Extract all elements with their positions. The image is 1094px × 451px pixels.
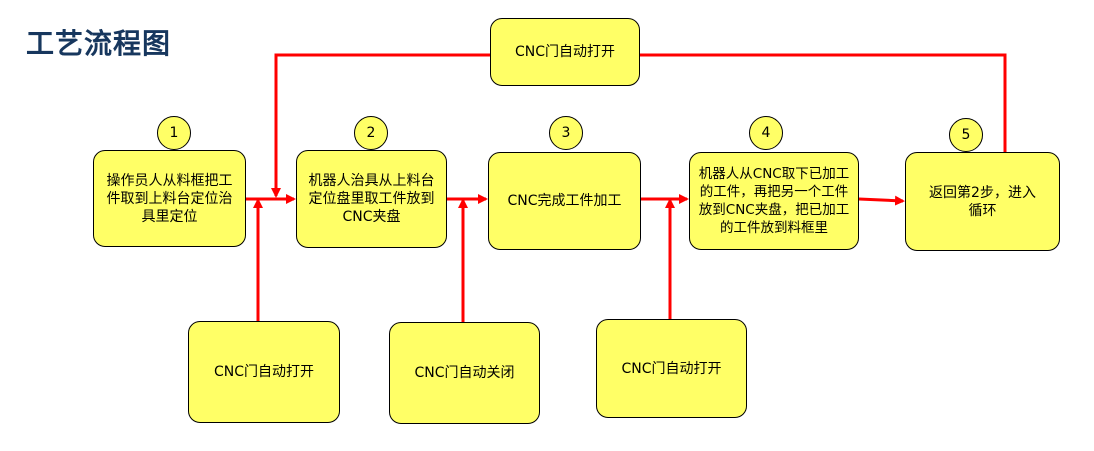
- step-2-number: 2: [354, 116, 388, 150]
- step-3-number: 3: [549, 116, 583, 150]
- door-open-label-2: CNC门自动打开: [621, 360, 722, 377]
- step-1-box: 操作员人从料框把工件取到上料台定位治具里定位: [93, 150, 246, 247]
- step-5-box: 返回第2步，进入循环: [905, 152, 1060, 251]
- arrow-step4-to-step5: [858, 195, 905, 206]
- page-title: 工艺流程图: [26, 27, 172, 60]
- step-3-box: CNC完成工件加工: [488, 152, 641, 250]
- door-open-top-box: CNC门自动打开: [490, 18, 640, 86]
- door-open-box-2: CNC门自动打开: [596, 319, 747, 418]
- step-4-number: 4: [749, 116, 783, 150]
- door-close-label: CNC门自动关闭: [414, 365, 515, 381]
- step-4-label: 机器人从CNC取下已加工的工件，再把另一个工件放到CNC夹盘，把已加工的工件放到…: [698, 166, 850, 236]
- step-3-label: CNC完成工件加工: [507, 193, 622, 209]
- step-1-number: 1: [157, 116, 191, 150]
- door-open-box-1: CNC门自动打开: [188, 321, 340, 423]
- step-1-label: 操作员人从料框把工件取到上料台定位治具里定位: [106, 172, 233, 225]
- loop-arrow-step5-to-step2: [271, 53, 1007, 198]
- door-close-box: CNC门自动关闭: [389, 322, 540, 424]
- step-2-box: 机器人治具从上料台定位盘里取工件放到CNC夹盘: [296, 150, 447, 248]
- step-2-label: 机器人治具从上料台定位盘里取工件放到CNC夹盘: [308, 173, 435, 225]
- step-5-number: 5: [949, 118, 983, 152]
- step-4-box: 机器人从CNC取下已加工的工件，再把另一个工件放到CNC夹盘，把已加工的工件放到…: [689, 152, 859, 250]
- door-open-top-label: CNC门自动打开: [514, 44, 616, 60]
- door-open-label-1: CNC门自动打开: [213, 364, 315, 380]
- step-5-label: 返回第2步，进入循环: [929, 184, 1036, 219]
